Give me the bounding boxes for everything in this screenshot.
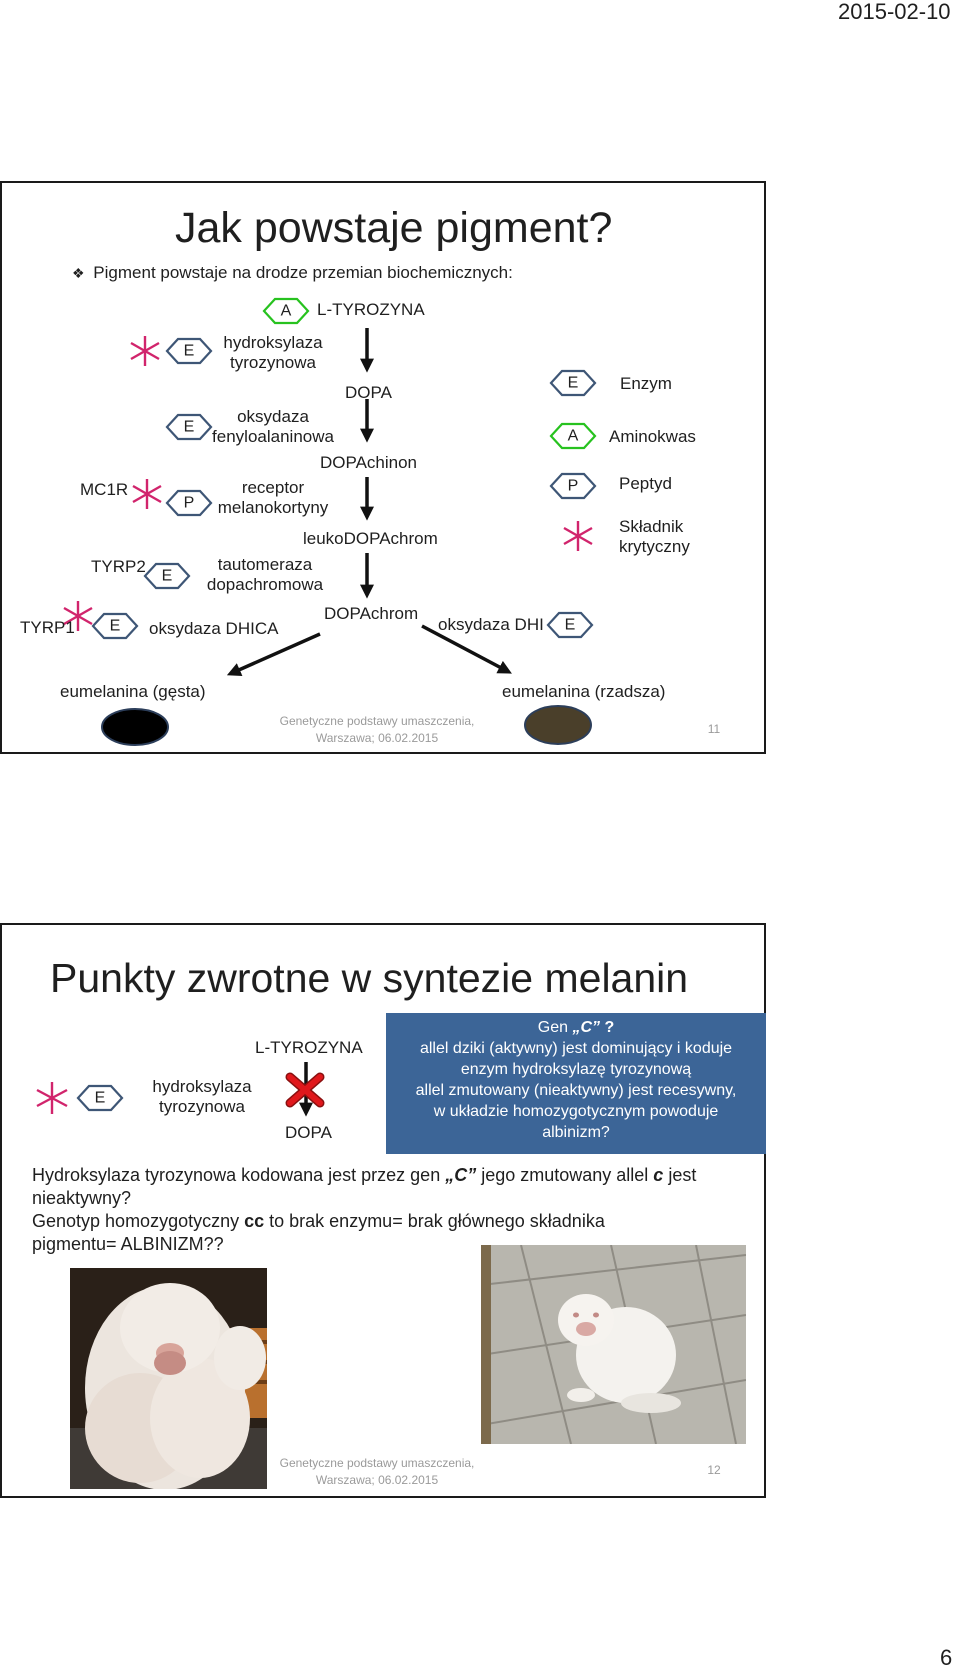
gene-c-info-box: Gen „C” ? allel dziki (aktywny) jest dom… bbox=[386, 1013, 766, 1154]
svg-text:E: E bbox=[95, 1090, 106, 1107]
gene-label-tyrp1: TYRP1 bbox=[20, 618, 75, 637]
svg-text:E: E bbox=[184, 419, 195, 436]
legend-label: Enzym bbox=[620, 374, 672, 393]
box-line: albinizm? bbox=[542, 1124, 610, 1141]
slide-footer: Genetyczne podstawy umaszczenia, Warszaw… bbox=[279, 1456, 475, 1487]
slide-title: Punkty zwrotne w syntezie melanin bbox=[50, 955, 689, 1001]
enzyme-hexagon-icon: E bbox=[143, 562, 191, 590]
pathway-diagram: A E E P E E E E bbox=[63, 297, 597, 746]
critical-star-icon bbox=[36, 1082, 68, 1114]
slide-12: E Punkty zwrotne w syntezie melanin hydr… bbox=[0, 923, 766, 1498]
svg-text:E: E bbox=[565, 617, 576, 634]
enzyme-label: hydroksylaza tyrozynowa bbox=[223, 333, 323, 372]
enzyme-hexagon-icon: E bbox=[165, 337, 213, 365]
svg-text:E: E bbox=[110, 618, 121, 635]
legend-label: Peptyd bbox=[619, 474, 672, 493]
enzyme-label: oksydaza DHICA bbox=[149, 619, 279, 638]
dopa-label: DOPA bbox=[345, 383, 392, 402]
enzyme-label: hydroksylaza tyrozynowa bbox=[152, 1077, 252, 1116]
eumelanin-dense-swatch bbox=[101, 708, 169, 746]
header-date: 2015-02-10 bbox=[838, 0, 951, 24]
product-label: DOPA bbox=[285, 1123, 332, 1142]
box-line: allel dziki (aktywny) jest dominujący i … bbox=[419, 1040, 733, 1057]
enzyme-hexagon-icon: E bbox=[91, 612, 139, 640]
box-line: enzym hydroksylazę tyrozynową bbox=[460, 1061, 692, 1078]
svg-text:A: A bbox=[281, 303, 292, 320]
enzyme-label: oksydaza fenyloalaninowa bbox=[212, 407, 334, 446]
enzyme-hexagon-icon: E bbox=[76, 1084, 124, 1112]
slide-11: A E E P E E E E bbox=[0, 181, 766, 754]
legend-aminoacid-hexagon-icon: A bbox=[549, 422, 597, 450]
dopachrom-label: DOPAchrom bbox=[324, 604, 419, 623]
page-number: 6 bbox=[940, 1645, 953, 1670]
gene-label-mc1r: MC1R bbox=[80, 480, 129, 499]
legend-critical-star-icon bbox=[563, 521, 593, 551]
svg-text:E: E bbox=[162, 568, 173, 585]
blocked-reaction-diagram: E bbox=[36, 1062, 325, 1117]
peptide-hexagon-icon: P bbox=[165, 489, 213, 517]
svg-text:A: A bbox=[568, 428, 579, 445]
leukodopachrom-label: leukoDOPAchrom bbox=[303, 529, 438, 548]
albino-dog-photo-2 bbox=[481, 1245, 746, 1444]
svg-text:P: P bbox=[568, 478, 579, 495]
dopachinon-label: DOPAchinon bbox=[320, 453, 418, 472]
legend-label: Składnik krytyczny bbox=[619, 517, 690, 556]
arrow-to-eumelanin-sparse bbox=[421, 624, 512, 674]
enzyme-label: tautomeraza dopachromowa bbox=[206, 555, 324, 594]
blocked-x-icon bbox=[285, 1072, 325, 1108]
critical-star-icon bbox=[63, 601, 93, 631]
enzyme-hexagon-icon: E bbox=[165, 413, 213, 441]
l-tyrozyna-label: L-TYROZYNA bbox=[317, 300, 425, 319]
receptor-label: receptor melanokortyny bbox=[217, 478, 329, 517]
product-label: eumelanina (gęsta) bbox=[60, 682, 206, 701]
gene-label-tyrp2: TYRP2 bbox=[91, 557, 146, 576]
enzyme-hexagon-icon: E bbox=[546, 611, 594, 639]
critical-star-icon bbox=[132, 479, 162, 509]
svg-text:E: E bbox=[568, 375, 579, 392]
arrow-to-eumelanin-dense bbox=[226, 632, 321, 676]
bullet-line: ❖ Pigment powstaje na drodze przemian bi… bbox=[72, 263, 513, 282]
box-line: w układzie homozygotycznym powoduje bbox=[433, 1103, 719, 1120]
diamond-bullet-icon: ❖ bbox=[72, 265, 85, 281]
slide-number: 12 bbox=[707, 1463, 721, 1477]
slide-title: Jak powstaje pigment? bbox=[175, 204, 613, 252]
legend-peptide-hexagon-icon: P bbox=[549, 472, 597, 500]
legend-label: Aminokwas bbox=[609, 427, 696, 446]
aminoacid-hexagon-icon: A bbox=[262, 297, 310, 325]
substrate-label: L-TYROZYNA bbox=[255, 1038, 363, 1057]
enzyme-label: oksydaza DHI bbox=[438, 615, 544, 634]
critical-star-icon bbox=[130, 336, 160, 366]
eumelanin-sparse-swatch bbox=[524, 705, 592, 745]
slide-footer: Genetyczne podstawy umaszczenia, Warszaw… bbox=[279, 714, 475, 745]
body-paragraph-1: Hydroksylaza tyrozynowa kodowana jest pr… bbox=[32, 1165, 697, 1254]
legend-enzyme-hexagon-icon: E bbox=[549, 369, 597, 397]
svg-text:P: P bbox=[184, 495, 195, 512]
product-label: eumelanina (rzadsza) bbox=[502, 682, 666, 701]
box-line: allel zmutowany (nieaktywny) jest recesy… bbox=[415, 1082, 737, 1099]
gene-c-box-title: Gen „C” ? bbox=[537, 1019, 615, 1036]
svg-text:E: E bbox=[184, 343, 195, 360]
slide-number: 11 bbox=[707, 722, 721, 736]
albino-dog-photo-1 bbox=[70, 1268, 267, 1489]
